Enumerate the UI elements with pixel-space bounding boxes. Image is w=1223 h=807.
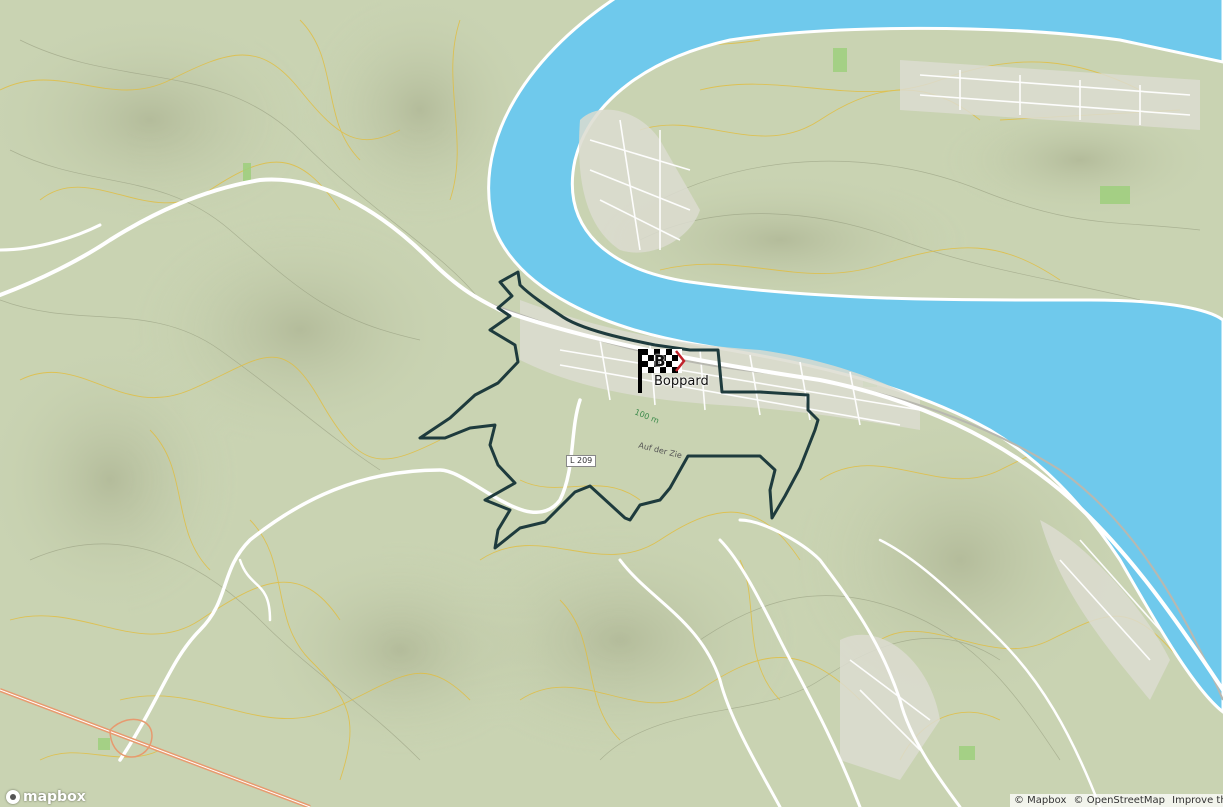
town-streets [559, 70, 1191, 751]
place-label-boppard[interactable]: Boppard [654, 374, 709, 389]
map-attribution: © Mapbox © OpenStreetMap Improve this ma… [1010, 794, 1223, 807]
attribution-improve-link[interactable]: Improve this map [1172, 795, 1223, 806]
mapbox-logo-text: mapbox [23, 789, 86, 805]
road-shield-l209: L 209 [566, 455, 597, 467]
peninsula-shore [571, 39, 731, 283]
mapbox-logo[interactable]: mapbox [6, 789, 86, 805]
attribution-osm-link[interactable]: © OpenStreetMap [1073, 795, 1165, 806]
terrain-contours [0, 19, 1181, 781]
checkered-flag-icon [638, 349, 686, 393]
contour-lines [0, 39, 1201, 761]
start-finish-marker[interactable] [638, 349, 686, 393]
marker-label: B [654, 352, 666, 370]
mapbox-mark-icon [6, 790, 20, 804]
route-track [418, 270, 820, 550]
attribution-mapbox-link[interactable]: © Mapbox [1014, 795, 1067, 806]
motorway-junction [109, 718, 153, 758]
